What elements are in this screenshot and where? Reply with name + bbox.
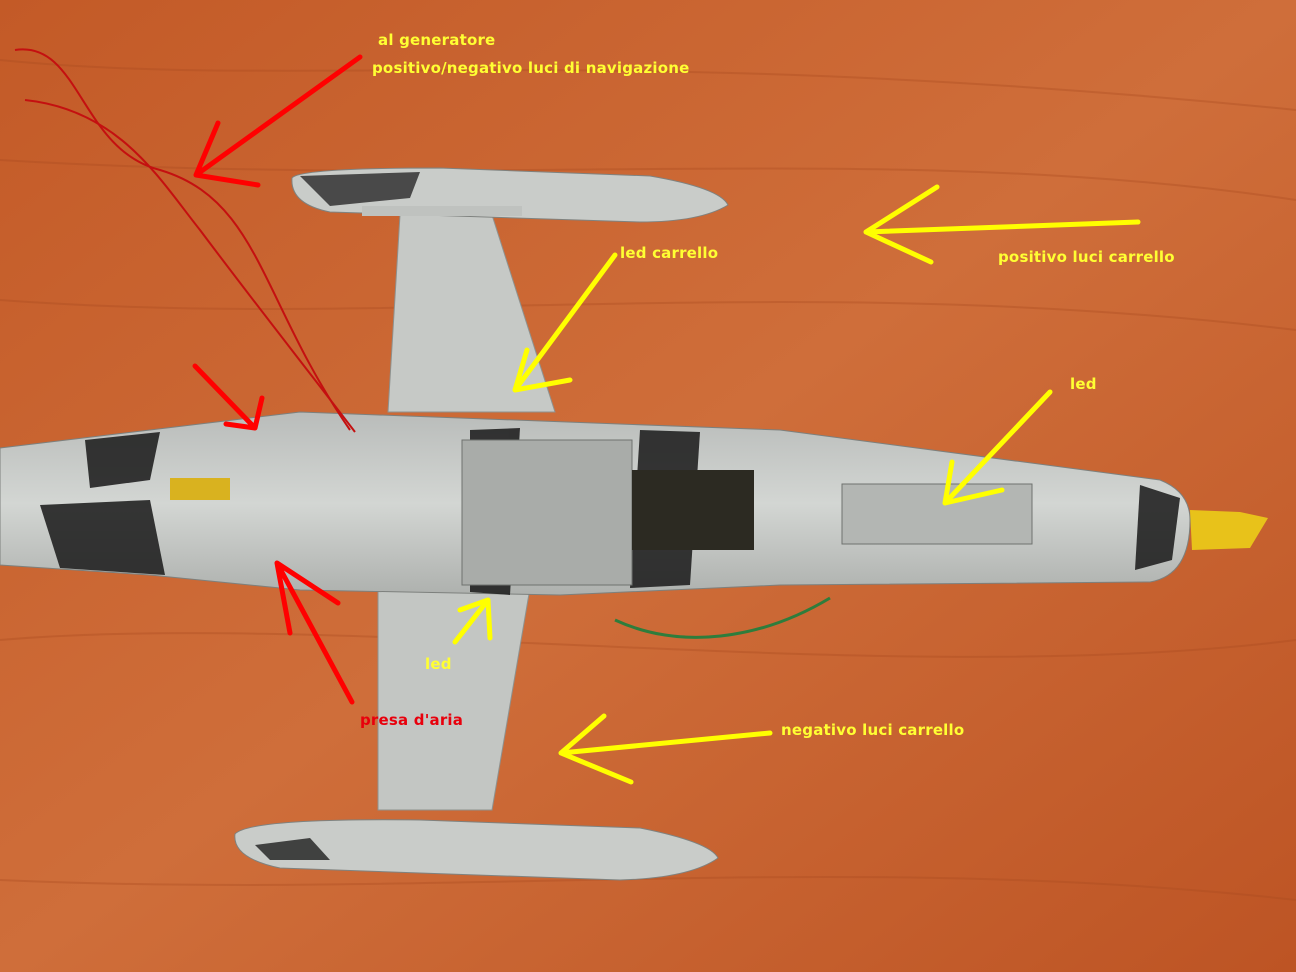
yellow-arrows bbox=[452, 184, 1141, 785]
wood-grain bbox=[0, 59, 1296, 901]
yellow-arrow-positivo bbox=[863, 184, 1141, 265]
label-nav-lights: positivo/negativo luci di navigazione bbox=[372, 59, 690, 77]
yellow-tape bbox=[170, 478, 230, 500]
label-negativo-carrello: negativo luci carrello bbox=[781, 721, 965, 739]
nose-gear-bay bbox=[841, 483, 1033, 545]
red-wires bbox=[14, 48, 356, 433]
red-arrow-generator bbox=[193, 54, 363, 188]
red-arrow-air-intake bbox=[274, 560, 355, 705]
upper-tank-pylon bbox=[362, 206, 522, 216]
lower-tip-tank bbox=[234, 819, 719, 881]
label-led-right: led bbox=[1070, 375, 1097, 393]
bay-wiring-compartment bbox=[632, 470, 754, 550]
main-gear-bay bbox=[461, 439, 633, 586]
label-led-bottom: led bbox=[425, 655, 452, 673]
green-wire bbox=[614, 596, 831, 639]
red-arrow-wire-exit bbox=[192, 363, 265, 431]
label-positivo-carrello: positivo luci carrello bbox=[998, 248, 1175, 266]
yellow-arrow-led-right bbox=[942, 389, 1053, 506]
upper-tank-camo bbox=[300, 172, 420, 206]
nose-yellow-tape bbox=[1190, 510, 1268, 550]
red-arrows bbox=[192, 54, 363, 705]
yellow-arrow-led-carrello bbox=[512, 252, 618, 393]
label-presa-aria: presa d'aria bbox=[360, 711, 464, 729]
label-al-generatore: al generatore bbox=[378, 31, 496, 49]
label-led-carrello: led carrello bbox=[620, 244, 719, 262]
lower-tank-camo bbox=[255, 838, 330, 860]
yellow-arrow-led-bottom bbox=[452, 597, 493, 645]
yellow-arrow-negativo bbox=[558, 713, 773, 785]
